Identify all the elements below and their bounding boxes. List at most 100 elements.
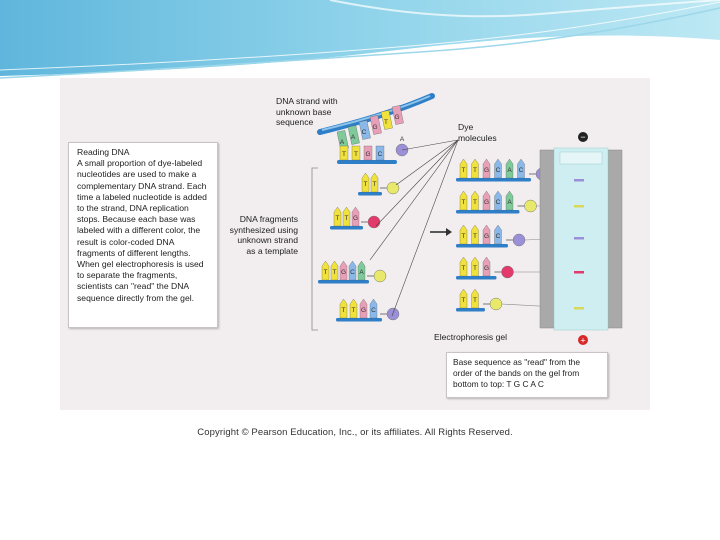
nucleotide-base [349, 298, 358, 319]
fragment-backbone [456, 308, 485, 312]
dye-molecule [489, 297, 503, 311]
nucleotide-base [321, 260, 330, 281]
nucleotide-base [369, 298, 378, 319]
nucleotide-base [358, 120, 371, 140]
base-letter: T [333, 269, 337, 276]
fragments-bracket [311, 167, 318, 331]
dye-molecule [501, 265, 514, 279]
base-letter: C [496, 233, 501, 240]
dye-molecule [524, 199, 537, 213]
nucleotide-base [347, 125, 360, 145]
nucleotide-base [333, 206, 342, 227]
dye-leader-line [401, 139, 459, 151]
nucleotide-base [494, 224, 502, 245]
base-letter: C [519, 167, 524, 174]
nucleotide-base [505, 190, 514, 211]
base-letter: G [484, 233, 489, 240]
base-letter: C [371, 307, 376, 314]
positive-electrode-sign: + [580, 336, 585, 346]
base-letter: T [384, 119, 388, 126]
callout-body: A small proportion of dye-labeled nucleo… [77, 158, 207, 303]
nucleotide-base [391, 105, 404, 125]
base-letter: T [336, 215, 340, 222]
base-letter: T [462, 167, 466, 174]
positive-electrode [578, 335, 588, 345]
dye-molecule [367, 215, 381, 229]
base-letter: A [351, 134, 356, 141]
base-letter: A [340, 139, 345, 146]
base-letter: T [473, 233, 477, 240]
base-letter: T [364, 181, 368, 188]
figure-footer [60, 410, 650, 442]
gel-band [574, 271, 584, 274]
nucleotide-base [342, 206, 351, 227]
sequence-caption-text: Base sequence as "read" from the order o… [453, 357, 580, 389]
nucleotide-base [505, 158, 514, 179]
base-letter: A [507, 199, 512, 206]
nucleotide-base [459, 158, 468, 179]
complement-backbone [337, 160, 397, 164]
base-letter: G [484, 199, 489, 206]
fragment-backbone [358, 192, 382, 196]
fragment-backbone [336, 318, 382, 322]
fragment-backbone [456, 244, 508, 248]
fragment-backbone [456, 178, 531, 182]
nucleotide-base [351, 206, 360, 227]
base-letter: T [352, 307, 356, 314]
dna-strand-label: DNA strand with unknown base sequence [276, 96, 338, 127]
base-letter: G [372, 124, 377, 131]
nucleotide-base [348, 260, 357, 281]
fragment-backbone [330, 226, 363, 230]
base-letter: T [345, 215, 349, 222]
base-letter: G [365, 151, 370, 158]
nucleotide-base [351, 145, 361, 161]
base-letter: C [496, 167, 501, 174]
nucleotide-base [494, 158, 502, 179]
gel-band [574, 307, 584, 310]
base-letter: G [341, 269, 346, 276]
base-letter: T [462, 233, 466, 240]
electrophoresis-gel: −+ [539, 132, 623, 346]
base-letter: G [394, 114, 399, 121]
nucleotide-base [482, 158, 491, 179]
gel-well [559, 151, 603, 165]
callout-title: Reading DNA [77, 147, 130, 157]
electrophoresis-gel-label: Electrophoresis gel [434, 332, 508, 342]
nucleotide-base [471, 190, 479, 211]
base-letter: T [473, 265, 477, 272]
dye-leader-line [369, 139, 459, 261]
fragment-backbone [456, 210, 520, 214]
base-letter: T [373, 181, 377, 188]
gel-band [574, 237, 584, 240]
nucleotide-base [375, 145, 385, 161]
nucleotide-base [471, 158, 479, 179]
base-letter: G [484, 167, 489, 174]
base-letter: T [473, 167, 477, 174]
nucleotide-base [339, 298, 348, 319]
nucleotide-base [471, 224, 479, 245]
nucleotide-base [363, 145, 373, 161]
nucleotide-base [459, 288, 468, 309]
gel-band [574, 205, 584, 208]
negative-electrode-sign: − [580, 132, 585, 142]
nucleotide-base [482, 224, 491, 245]
dye-molecule [373, 269, 387, 283]
base-letter: A [400, 136, 405, 143]
nucleotide-base [494, 190, 502, 211]
nucleotide-base [459, 224, 468, 245]
nucleotide-base [357, 260, 366, 281]
dye-leader-line [375, 139, 459, 227]
base-letter: C [378, 151, 383, 158]
negative-electrode [578, 132, 588, 142]
base-letter: T [462, 199, 466, 206]
nucleotide-base [482, 190, 491, 211]
nucleotide-base [380, 110, 393, 130]
base-letter: T [324, 269, 328, 276]
base-letter: T [462, 297, 466, 304]
nucleotide-base [459, 190, 468, 211]
dye-molecule [512, 233, 526, 247]
base-letter: A [359, 269, 364, 276]
base-letter: T [354, 151, 358, 158]
